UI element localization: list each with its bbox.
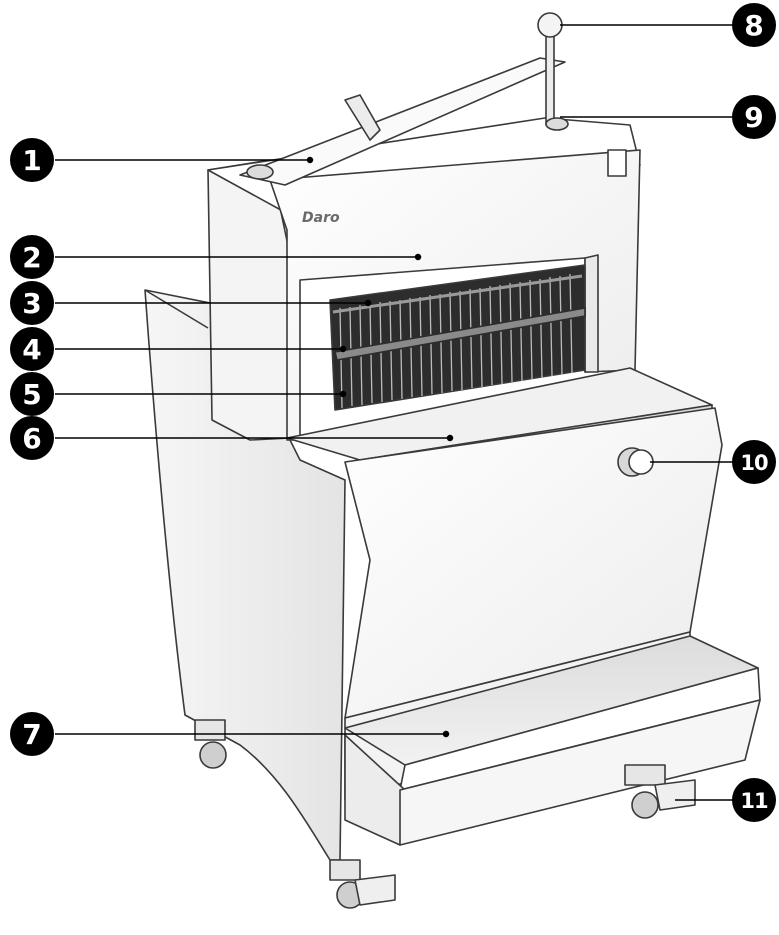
callout-11: 11 <box>732 778 776 822</box>
crumb-tray-bottom <box>399 699 761 846</box>
pusher-arm <box>239 57 566 186</box>
leader-lines <box>55 24 735 801</box>
lever-knob <box>537 12 563 38</box>
callout-markers: 1 2 3 4 5 6 7 8 <box>10 3 776 822</box>
callout-number-9: 9 <box>744 101 763 134</box>
callout-3: 3 <box>10 281 54 325</box>
callout-number-5: 5 <box>22 378 41 411</box>
side-slot <box>144 289 209 329</box>
start-button <box>628 449 654 475</box>
brand-logo: Daro <box>302 210 340 226</box>
callout-number-6: 6 <box>22 422 41 455</box>
callout-number-2: 2 <box>22 241 41 274</box>
top-right-knob <box>545 117 569 131</box>
callout-1: 1 <box>10 138 54 182</box>
top-left-knob <box>246 164 274 180</box>
callout-6: 6 <box>10 416 54 460</box>
callout-number-8: 8 <box>744 9 763 42</box>
callout-number-7: 7 <box>22 718 41 751</box>
pusher-handle-bracket <box>344 94 381 141</box>
callout-8: 8 <box>732 3 776 47</box>
right-post <box>584 254 599 373</box>
callout-2: 2 <box>10 235 54 279</box>
callout-4: 4 <box>10 327 54 371</box>
caster-back-left <box>194 719 227 769</box>
callout-10: 10 <box>732 440 776 484</box>
bread-slicer-illustration <box>144 12 761 909</box>
callout-number-11: 11 <box>740 789 768 813</box>
lever-rod <box>545 34 555 126</box>
callout-9: 9 <box>732 95 776 139</box>
callout-number-10: 10 <box>740 451 768 475</box>
callout-number-1: 1 <box>22 144 41 177</box>
callout-5: 5 <box>10 372 54 416</box>
cabinet-side-panel <box>144 289 346 861</box>
callout-number-3: 3 <box>22 287 41 320</box>
head-front-face <box>269 149 641 441</box>
callout-number-4: 4 <box>22 333 41 366</box>
caster-front-left <box>329 859 396 909</box>
caster-right <box>624 764 696 819</box>
callout-7: 7 <box>10 712 54 756</box>
badge-plate <box>607 149 627 177</box>
upper-comb <box>332 274 583 314</box>
blade-guide <box>334 307 586 361</box>
